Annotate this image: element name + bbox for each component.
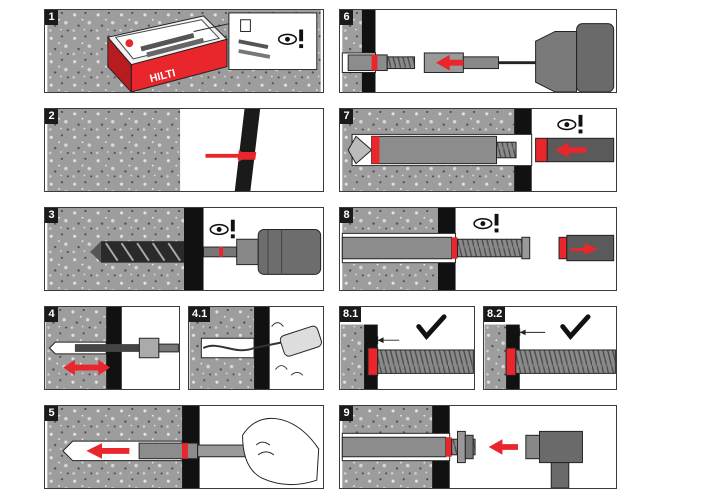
- eye-attention-icon: [557, 114, 583, 134]
- arrow-icon: [555, 142, 587, 158]
- anchor-icon: [371, 135, 498, 165]
- fastening-illustration: [341, 406, 583, 488]
- step-4-1-panel: 4.1: [188, 306, 324, 390]
- step-8-1-panel: 8.1: [339, 306, 475, 390]
- eye-attention-icon: [473, 213, 499, 233]
- step-number: 7: [340, 109, 353, 124]
- eye-attention-icon: [209, 219, 235, 239]
- step-3-panel: 3: [44, 207, 324, 291]
- hole-cleaning-illustration: [45, 307, 179, 389]
- anchor-insertion-illustration: [47, 406, 320, 488]
- arrow-icon: [436, 54, 464, 71]
- drill-hole-marking-illustration: [47, 109, 261, 191]
- step-1-panel: 1 HILTI: [44, 9, 324, 93]
- anchor-icon: [341, 236, 453, 260]
- step-number: 3: [45, 208, 58, 223]
- drill-icon: [257, 228, 322, 275]
- checkmark-icon: [560, 314, 591, 341]
- step-number: 4: [45, 307, 58, 322]
- drilling-hole-illustration: [47, 208, 322, 290]
- flush-check-illustration: [340, 314, 474, 389]
- recessed-check-illustration: [484, 314, 616, 389]
- setting-tool-attachment-illustration: [341, 10, 615, 92]
- arrow-icon: [488, 439, 519, 455]
- step-number: 8.2: [484, 307, 506, 322]
- step-2-panel: 2: [44, 108, 324, 192]
- tool-removal-illustration: [341, 208, 615, 290]
- step-number: 8: [340, 208, 353, 223]
- step-5-panel: 5: [44, 405, 324, 489]
- step-4-panel: 4: [44, 306, 180, 390]
- step-number: 1: [45, 10, 58, 25]
- step-number: 4.1: [189, 307, 211, 322]
- arrow-icon: [86, 443, 130, 459]
- step-7-panel: 7: [339, 108, 617, 192]
- step-number: 8.1: [340, 307, 362, 322]
- step-8-2-panel: 8.2: [483, 306, 617, 390]
- arrow-icon: [205, 150, 249, 162]
- arrow-icon: [63, 359, 111, 376]
- anchor-icon: [341, 436, 447, 458]
- step-number: 2: [45, 109, 58, 124]
- step-number: 5: [45, 406, 58, 421]
- step-9-panel: 9: [339, 405, 617, 489]
- step-8-panel: 8: [339, 207, 617, 291]
- anchor-kit-box-illustration: HILTI: [47, 10, 321, 92]
- step-number: 9: [340, 406, 353, 421]
- checkmark-icon: [416, 314, 447, 341]
- anchor-setting-illustration: [342, 109, 615, 191]
- step-6-panel: 6: [339, 9, 617, 93]
- anchor-icon: [138, 442, 199, 460]
- drill-icon: [576, 23, 615, 92]
- step-number: 6: [340, 10, 353, 25]
- eye-attention-icon: [277, 29, 304, 49]
